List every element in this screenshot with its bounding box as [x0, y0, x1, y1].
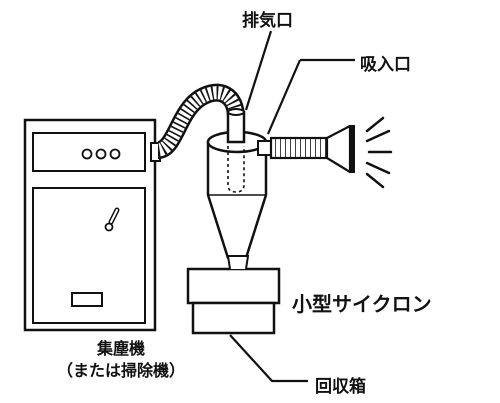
intake-assembly — [257, 124, 355, 174]
airflow-lines — [365, 116, 393, 189]
cyclone-body — [206, 108, 268, 273]
label-collection-box: 回収箱 — [315, 377, 366, 397]
handle-icon — [104, 207, 120, 232]
exhaust-hose — [156, 83, 245, 159]
label-dust-collector: 集塵機 （または掃除機） — [46, 338, 196, 382]
leader-lines — [229, 30, 355, 383]
label-intake-port: 吸入口 — [360, 55, 411, 75]
dust-collector — [23, 118, 161, 332]
control-dials — [81, 148, 121, 160]
collection-box — [186, 255, 281, 335]
label-dust-collector-line2: （または掃除機） — [56, 361, 185, 380]
diagram-title: 小型サイクロン — [292, 292, 432, 316]
label-exhaust-port: 排気口 — [242, 11, 293, 31]
label-dust-collector-line1: 集塵機 — [96, 339, 145, 358]
